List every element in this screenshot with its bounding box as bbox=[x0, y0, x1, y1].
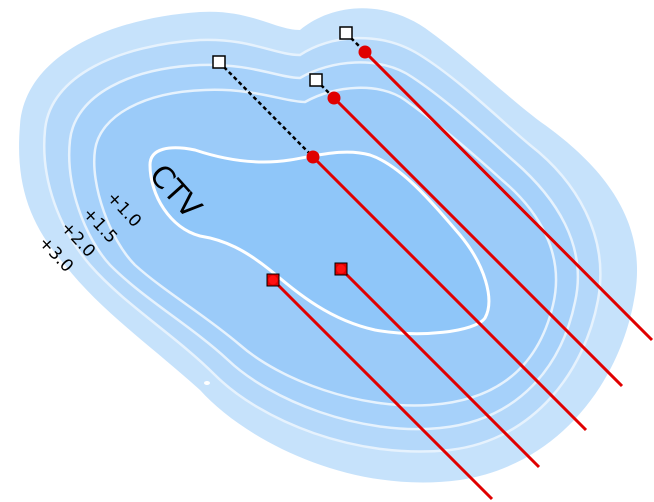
ray-origin-square-dot-5 bbox=[268, 275, 278, 285]
open-marker-top bbox=[339, 26, 353, 40]
ray-origin-dot-3 bbox=[306, 150, 320, 164]
open-marker-middle bbox=[309, 73, 323, 87]
contour-speck bbox=[204, 381, 210, 385]
ray-origin-square-dot-4 bbox=[336, 264, 346, 274]
open-marker-left bbox=[212, 55, 226, 69]
region-ctv bbox=[148, 146, 491, 336]
dashed-path-left bbox=[218, 61, 314, 158]
ray-3 bbox=[311, 155, 588, 432]
ray-5 bbox=[271, 278, 494, 501]
ray-origin-dot-2 bbox=[327, 91, 341, 105]
ray-2 bbox=[332, 96, 624, 388]
ray-origin-dot-1 bbox=[358, 45, 372, 59]
ray-4 bbox=[339, 267, 541, 469]
ray-1 bbox=[363, 50, 654, 342]
